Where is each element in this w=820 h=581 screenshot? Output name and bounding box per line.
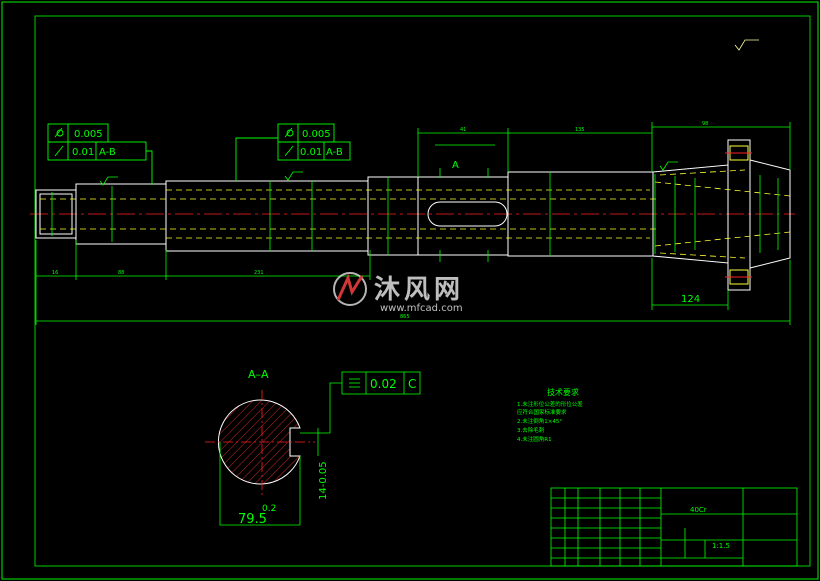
section-title: A–A xyxy=(248,368,269,381)
svg-text:16: 16 xyxy=(52,270,58,276)
gdt-mid-row1-value: 0.005 xyxy=(302,129,331,140)
gdt-left-row1-value: 0.005 xyxy=(74,129,103,140)
watermark-logo-icon xyxy=(333,272,367,306)
hidden-lines xyxy=(40,169,791,259)
roughness-icon xyxy=(99,161,678,186)
svg-text:88: 88 xyxy=(118,270,124,276)
inner-border xyxy=(34,15,811,567)
tech-notes-title: 技术要求 xyxy=(547,387,579,397)
section-dim-width: 79.5 xyxy=(238,512,267,527)
dim-124: 124 xyxy=(681,294,700,305)
section-dim-keyway: 14-0.05 xyxy=(318,461,329,500)
roughness-note-icon xyxy=(734,39,759,51)
gdt-frame-mid xyxy=(235,123,351,181)
dim-text-marks: 16 88 231 865 41 135 98 xyxy=(52,121,708,320)
tech-note-line: 4.未注圆角R1 xyxy=(517,435,552,443)
diameter-dims xyxy=(51,172,779,256)
svg-text:231: 231 xyxy=(254,270,264,276)
scale-label: 1:1.5 xyxy=(712,542,730,550)
svg-text:98: 98 xyxy=(702,121,708,127)
flange-holes xyxy=(725,145,752,285)
section-mark xyxy=(439,168,489,262)
section-circle xyxy=(205,390,315,495)
watermark: 沐风网 www.mfcad.com xyxy=(333,272,464,314)
gdt-mid-row2-datum: A-B xyxy=(326,147,343,158)
length-dims xyxy=(35,122,791,325)
tech-note-line: 2.未注倒角1×45° xyxy=(517,417,562,425)
section-gdt-datum: C xyxy=(408,377,416,391)
gdt-left-row2-value: 0.01 xyxy=(72,147,94,158)
svg-text:135: 135 xyxy=(575,127,585,133)
title-block xyxy=(550,487,798,567)
tech-note-line: 3.去除毛刺 xyxy=(517,426,545,434)
gdt-left-row2-datum: A-B xyxy=(99,147,116,158)
gdt-mid-row2-value: 0.01 xyxy=(300,147,322,158)
keyway-slot xyxy=(427,201,508,227)
gdt-frame-left xyxy=(47,123,153,185)
tech-note-line: 应符合国家标准要求 xyxy=(517,408,567,416)
tech-notes: 技术要求 1.未注形位公差的形位公差 应符合国家标准要求 2.未注倒角1×45°… xyxy=(517,387,583,443)
watermark-brand: 沐风网 xyxy=(374,275,464,305)
section-label: A xyxy=(452,160,459,171)
shaft-outline xyxy=(35,139,791,291)
section-dims xyxy=(219,371,421,526)
watermark-url: www.mfcad.com xyxy=(380,303,463,314)
section-dim-width-tol: 0.2 xyxy=(262,504,276,514)
section-gdt-value: 0.02 xyxy=(370,377,397,391)
svg-text:41: 41 xyxy=(460,127,466,133)
tech-note-line: 1.未注形位公差的形位公差 xyxy=(517,400,583,408)
material-label: 40Cr xyxy=(690,506,707,514)
svg-text:865: 865 xyxy=(400,314,410,320)
